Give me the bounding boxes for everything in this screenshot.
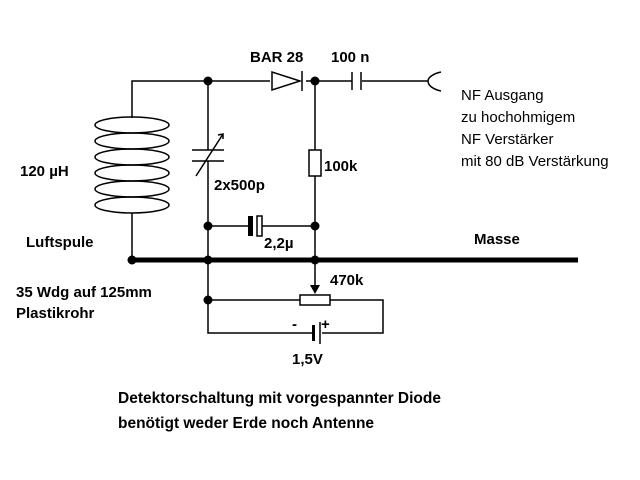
air-coil [94,116,170,218]
coil-winding-line1: 35 Wdg auf 125mm [16,284,152,301]
battery-plus-label: + [321,316,330,333]
variable-capacitor-symbol [192,133,224,177]
pot-wire-right [322,299,384,334]
output-note-line2: zu hochohmigem [461,109,575,126]
coupling-capacitor-label: 100 n [331,49,369,66]
electrolytic-capacitor-label: 2,2µ [264,235,294,252]
diode-label: BAR 28 [250,49,303,66]
battery-voltage-label: 1,5V [292,351,323,368]
coil-winding-line2: Plastikrohr [16,305,95,322]
battery-minus-label: - [292,316,297,333]
battery-wire-left [207,300,312,334]
variable-capacitor-label: 2x500p [214,177,265,194]
output-note-line1: NF Ausgang [461,87,544,104]
caption-line1: Detektorschaltung mit vorgespannter Diod… [118,390,441,407]
potentiometer-symbol [299,285,331,306]
coil-name-label: Luftspule [26,234,94,251]
electrolytic-capacitor-symbol [248,215,263,237]
output-note-line3: NF Verstärker [461,131,554,148]
ground-label: Masse [474,231,520,248]
battery-symbol [312,322,321,344]
junction-dots [127,76,320,305]
coupling-capacitor-symbol [351,72,362,90]
resistor-symbol [308,149,322,177]
top-wire-left [131,80,270,118]
inductor-value-label: 120 µH [20,163,69,180]
output-jack-icon [427,71,442,92]
output-note-line4: mit 80 dB Verstärkung [461,153,609,170]
potentiometer-label: 470k [330,272,364,289]
resistor-label: 100k [324,158,358,175]
caption-line2: benötigt weder Erde noch Antenne [118,415,374,432]
diode-symbol [271,70,303,92]
